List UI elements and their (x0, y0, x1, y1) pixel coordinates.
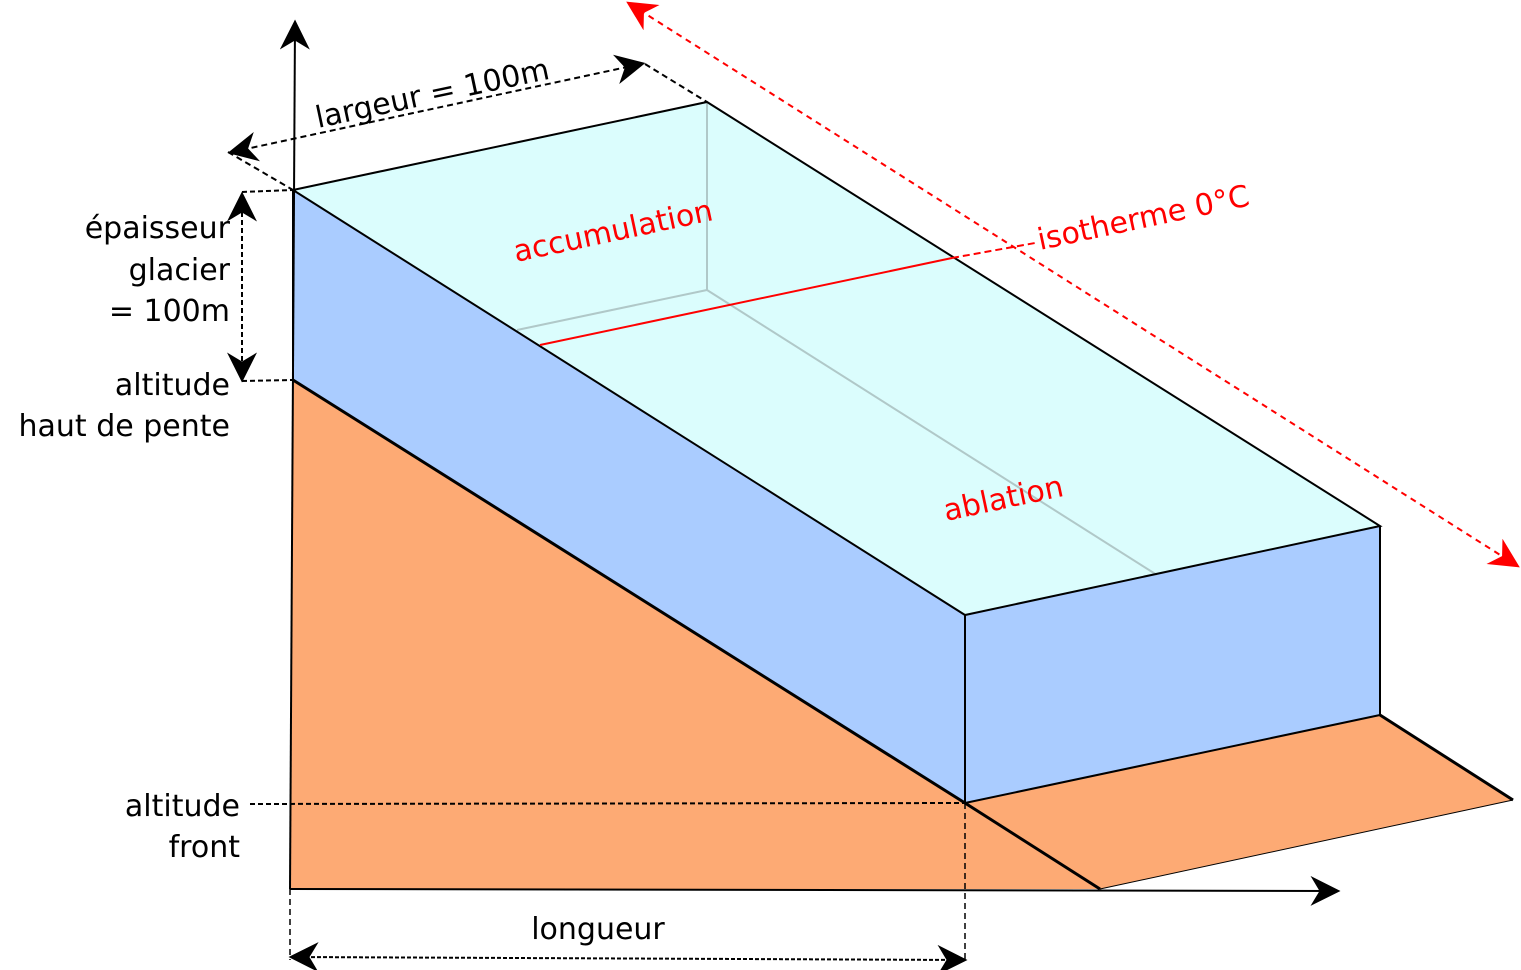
length-label: longueur (531, 912, 665, 947)
front-altitude-label-line2: front (169, 830, 241, 865)
front-altitude-label-line1: altitude (125, 789, 240, 824)
length-dimension (288, 803, 968, 970)
bedrock-front-floor (965, 715, 1513, 889)
axes (279, 19, 1341, 906)
thickness-dimension (227, 189, 294, 383)
thickness-label-line3: = 100m (109, 294, 230, 329)
width-label: largeur = 100m (312, 52, 552, 136)
front-altitude-guide (249, 802, 966, 805)
vertical-axis (279, 19, 310, 890)
width-dimension (227, 54, 708, 191)
isotherm-label: isotherme 0°C (1034, 179, 1252, 258)
slope-direction-arrow (626, 1, 1520, 568)
top-altitude-label-line1: altitude (115, 368, 230, 403)
horizontal-axis (289, 875, 1341, 906)
ice-front-face (965, 526, 1380, 803)
top-altitude-label-line2: haut de pente (19, 409, 230, 444)
thickness-label-line1: épaisseur (85, 211, 231, 246)
thickness-label-line2: glacier (129, 253, 231, 288)
